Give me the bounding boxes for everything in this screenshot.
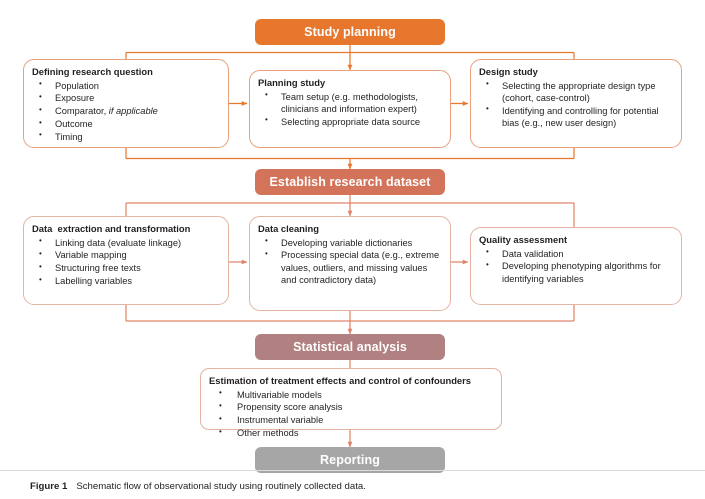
list-item: Developing variable dictionaries xyxy=(258,236,442,249)
bullet-list: Multivariable models Propensity score an… xyxy=(209,388,493,440)
list-item: Outcome xyxy=(32,118,220,130)
list-item: Linking data (evaluate linkage) xyxy=(32,236,220,249)
list-item: Team setup (e.g. methodologists, clinici… xyxy=(258,90,442,116)
list-item: Timing xyxy=(32,130,220,143)
list-item: Propensity score analysis xyxy=(209,401,493,413)
list-item: Developing phenotyping algorithms for id… xyxy=(479,260,673,285)
list-item: Processing special data (e.g., extreme v… xyxy=(258,249,442,286)
banner-establish-research-dataset[interactable]: Establish research dataset xyxy=(255,169,445,195)
list-item: Multivariable models xyxy=(209,388,493,401)
bullet-list: Linking data (evaluate linkage) Variable… xyxy=(32,236,220,288)
figure-caption: Figure 1 Schematic flow of observational … xyxy=(30,481,366,492)
list-item: Instrumental variable xyxy=(209,414,493,426)
list-item: Identifying and controlling for potentia… xyxy=(479,104,673,130)
list-item: Exposure xyxy=(32,92,220,104)
bullet-list: Team setup (e.g. methodologists, clinici… xyxy=(258,90,442,129)
list-item: Variable mapping xyxy=(32,249,220,261)
list-item: Structuring free texts xyxy=(32,262,220,274)
bullet-list: Population Exposure Comparator, if appli… xyxy=(32,79,220,144)
box-title: Quality assessment xyxy=(479,234,568,245)
banner-statistical-analysis[interactable]: Statistical analysis xyxy=(255,334,445,360)
box-estimation-of-treatment-effects[interactable]: Estimation of treatment effects and cont… xyxy=(200,368,502,438)
caption-divider xyxy=(0,470,705,471)
list-item: Selecting the appropriate design type (c… xyxy=(479,79,673,105)
list-item: Comparator, if applicable xyxy=(32,105,220,117)
box-defining-research-question[interactable]: Defining research question Population Ex… xyxy=(23,59,229,148)
bullet-list: Data validation Developing phenotyping a… xyxy=(479,247,673,286)
figure-caption-label: Figure 1 xyxy=(30,481,68,492)
box-planning-study[interactable]: Planning study Team setup (e.g. methodol… xyxy=(249,70,451,148)
box-quality-assessment[interactable]: Quality assessment Data validation Devel… xyxy=(470,227,682,305)
list-item: Population xyxy=(32,79,220,92)
banner-study-planning[interactable]: Study planning xyxy=(255,19,445,45)
box-title: Estimation of treatment effects and cont… xyxy=(209,375,472,386)
box-design-study[interactable]: Design study Selecting the appropriate d… xyxy=(470,59,682,148)
bullet-list: Developing variable dictionaries Process… xyxy=(258,236,442,287)
box-title: Data cleaning xyxy=(258,223,319,234)
box-title: Planning study xyxy=(258,77,326,88)
box-title: Data extraction and transformation xyxy=(32,223,191,234)
list-item: Selecting appropriate data source xyxy=(258,115,442,128)
list-item: Data validation xyxy=(479,247,673,260)
list-item: Other methods xyxy=(209,427,493,439)
list-item: Labelling variables xyxy=(32,275,220,287)
figure-caption-text: Schematic flow of observational study us… xyxy=(76,481,366,492)
box-data-extraction-and-transformation[interactable]: Data extraction and transformation Linki… xyxy=(23,216,229,305)
bullet-list: Selecting the appropriate design type (c… xyxy=(479,79,673,130)
banner-reporting[interactable]: Reporting xyxy=(255,447,445,473)
box-title: Design study xyxy=(479,66,538,77)
box-title: Defining research question xyxy=(32,66,153,77)
box-data-cleaning[interactable]: Data cleaning Developing variable dictio… xyxy=(249,216,451,311)
